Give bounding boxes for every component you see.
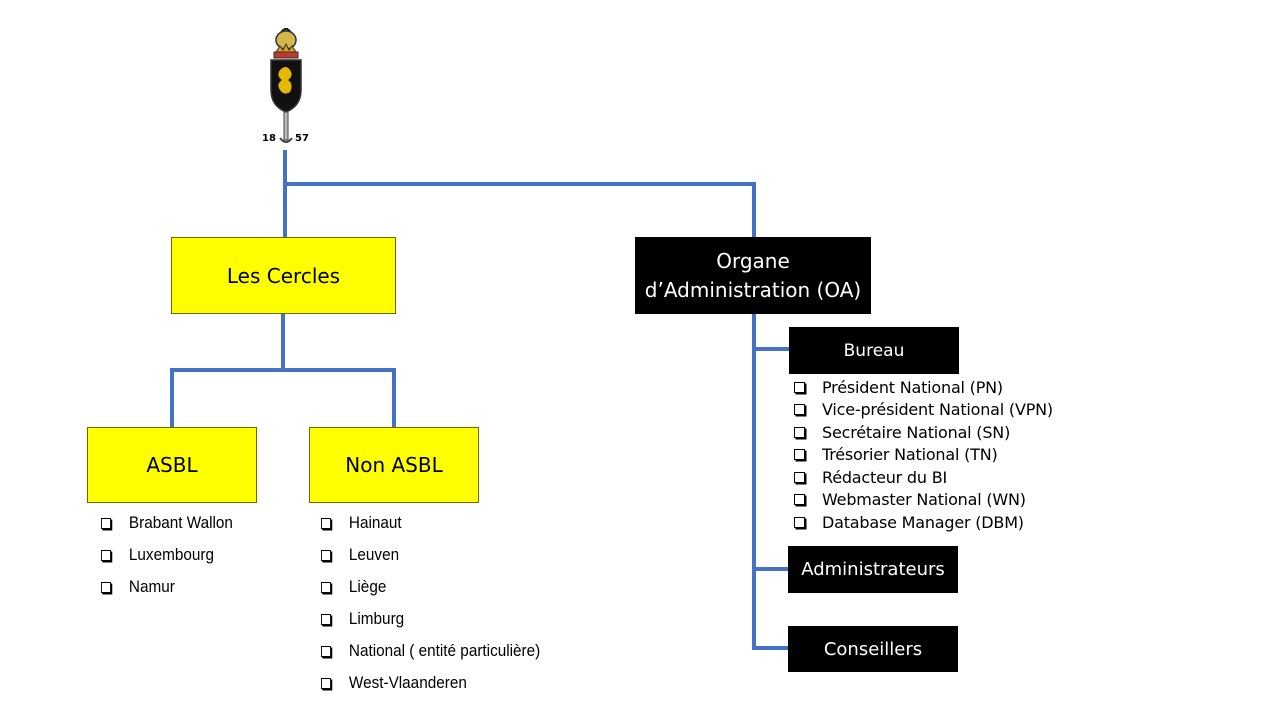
list-item: Database Manager (DBM) — [794, 511, 1053, 534]
logo-year-right: 57 — [295, 133, 309, 144]
checkbox-bullet-icon — [101, 581, 111, 593]
non-asbl-label: Non ASBL — [345, 453, 443, 477]
checkbox-bullet-icon — [794, 494, 805, 506]
administrateurs-box: Administrateurs — [788, 546, 958, 593]
list-item: Secrétaire National (SN) — [794, 421, 1053, 444]
checkbox-bullet-icon — [794, 449, 805, 461]
checkbox-bullet-icon — [321, 613, 331, 625]
checkbox-bullet-icon — [321, 581, 331, 593]
asbl-box: ASBL — [87, 427, 257, 503]
administrateurs-label: Administrateurs — [801, 559, 945, 580]
list-item: Brabant Wallon — [101, 507, 233, 539]
coat-of-arms-icon — [270, 28, 302, 143]
asbl-label: ASBL — [146, 453, 198, 477]
conseillers-box: Conseillers — [788, 626, 958, 672]
checkbox-bullet-icon — [321, 549, 331, 561]
checkbox-bullet-icon — [101, 517, 111, 529]
list-item: Namur — [101, 571, 233, 603]
list-item: Trésorier National (TN) — [794, 444, 1053, 467]
checkbox-bullet-icon — [101, 549, 111, 561]
organe-label-line1: Organe — [716, 248, 790, 273]
non-asbl-box: Non ASBL — [309, 427, 479, 503]
list-item: Hainaut — [321, 507, 540, 539]
checkbox-bullet-icon — [794, 516, 805, 528]
organe-administration-box: Organe d’Administration (OA) — [635, 237, 871, 314]
les-cercles-box: Les Cercles — [171, 237, 396, 314]
organe-label-line2: d’Administration (OA) — [644, 277, 862, 302]
non-asbl-list: Hainaut Leuven Liège Limburg National ( … — [321, 507, 565, 699]
list-item: West-Vlaanderen — [321, 667, 540, 699]
checkbox-bullet-icon — [794, 471, 805, 483]
bureau-list: Président National (PN) Vice-président N… — [794, 376, 1053, 534]
list-item: Rédacteur du BI — [794, 466, 1053, 489]
les-cercles-label: Les Cercles — [226, 263, 341, 288]
list-item: Président National (PN) — [794, 376, 1053, 399]
list-item: Luxembourg — [101, 539, 233, 571]
list-item: Leuven — [321, 539, 540, 571]
checkbox-bullet-icon — [794, 404, 805, 416]
checkbox-bullet-icon — [321, 645, 331, 657]
asbl-list: Brabant Wallon Luxembourg Namur — [101, 507, 248, 603]
checkbox-bullet-icon — [794, 426, 805, 438]
conseillers-label: Conseillers — [823, 638, 923, 660]
list-item: Webmaster National (WN) — [794, 489, 1053, 512]
bureau-label: Bureau — [843, 340, 905, 361]
list-item: Liège — [321, 571, 540, 603]
list-item: Vice-président National (VPN) — [794, 399, 1053, 422]
logo-year-left: 18 — [262, 133, 276, 144]
bureau-box: Bureau — [789, 327, 959, 374]
checkbox-bullet-icon — [794, 381, 805, 393]
checkbox-bullet-icon — [321, 517, 331, 529]
list-item: National ( entité particulière) — [321, 635, 540, 667]
checkbox-bullet-icon — [321, 677, 331, 689]
list-item: Limburg — [321, 603, 540, 635]
